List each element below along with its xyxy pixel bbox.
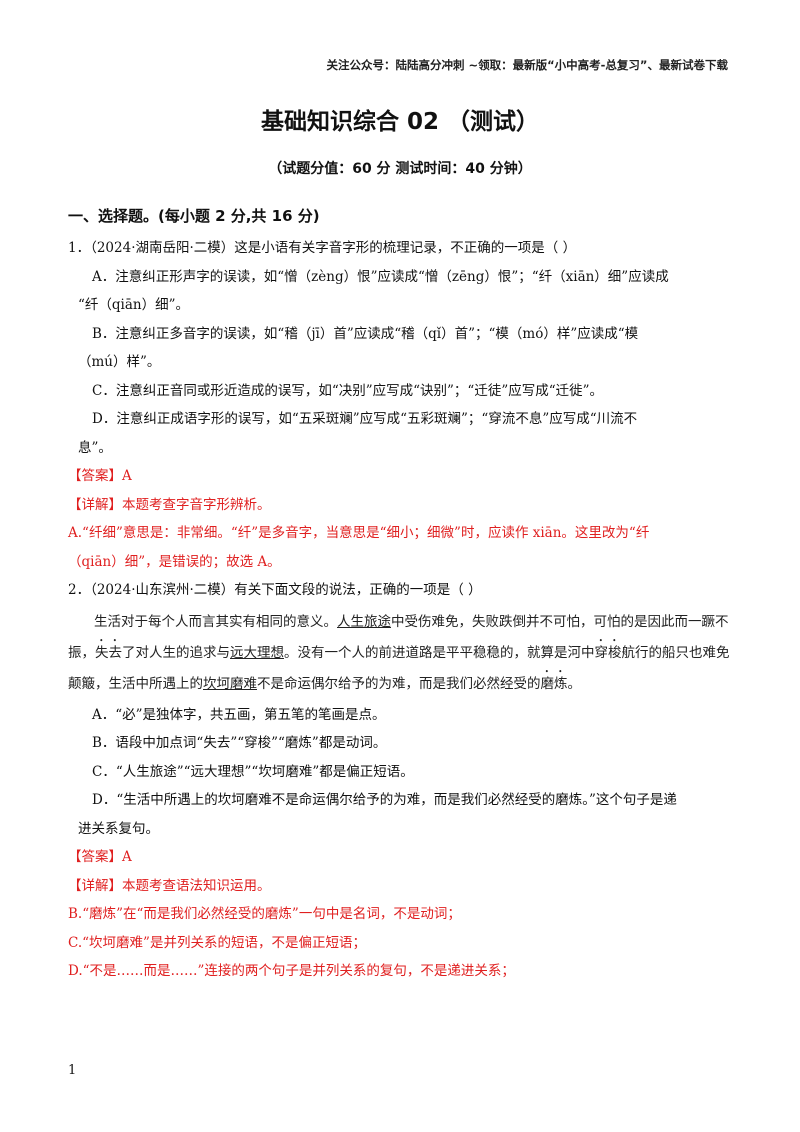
question-2-passage: 生活对于每个人而言其实有相同的意义。人生旅途中受伤难免，失败跌倒并不可怕，可怕的… [68, 607, 732, 699]
passage-underlined: 远大理想 [230, 644, 284, 661]
question-2-answer: 【答案】A [68, 849, 132, 865]
passage-text: 生活对于每个人而言其实有相同的意义。 [94, 613, 337, 630]
document-body: 一、选择题。(每小题 2 分,共 16 分) 1．（2024·湖南岳阳·二模）这… [68, 205, 732, 986]
question-1-answer: 【答案】A [68, 468, 132, 484]
question-1-stem: 1．（2024·湖南岳阳·二模）这是小语有关字音字形的梳理记录，不正确的一项是（… [68, 240, 577, 256]
question-1-explanation: A.“纤细”意思是：非常细。“纤”是多音字，当意思是“细小；细微”时，应读作 x… [68, 525, 650, 541]
question-2-option-d: D．“生活中所遇上的坎坷磨难不是命运偶尔给予的为难，而是我们必然经受的磨炼。”这… [92, 792, 677, 808]
question-1-option-b: B．注意纠正多音字的误读，如“稽（jī）首”应读成“稽（qǐ）首”；“模（mó）… [92, 325, 639, 342]
question-1-detail: 【详解】本题考查字音字形辨析。 [68, 496, 271, 513]
question-1-explanation-cont: （qiān）细”，是错误的；故选 A。 [68, 553, 281, 570]
question-2-option-b: B．语段中加点词“失去”“穿梭”“磨炼”都是动词。 [92, 735, 387, 751]
passage-underlined: 坎坷磨难 [203, 675, 257, 692]
page-number: 1 [68, 1063, 77, 1078]
passage-dotted: 穿梭 [594, 644, 622, 661]
question-2-explanation-d: D.“不是……而是……”连接的两个句子是并列关系的复句，不是递进关系； [68, 963, 515, 979]
passage-text: 。没有一个人的前进道路是平平稳稳的，就算是河中 [284, 644, 595, 661]
question-1-option-d: D．注意纠正成语字形的误写，如“五采斑斓”应写成“五彩斑斓”；“穿流不息”应写成… [92, 411, 638, 427]
header-note: 关注公众号：陆陆高分冲刺 ~领取：最新版“小中高考-总复习”、最新试卷下载 [326, 58, 728, 72]
question-2-explanation-c: C.“坎坷磨难”是并列关系的短语，不是偏正短语； [68, 934, 366, 951]
passage-text: 不是命运偶尔给予的为难，而是我们必然经受的 [257, 675, 541, 692]
question-2-option-a: A．“必”是独体字，共五画，第五笔的笔画是点。 [92, 706, 386, 723]
question-1-option-c: C．注意纠正音同或形近造成的误写，如“决别”应写成“诀别”；“迁徒”应写成“迁徙… [92, 382, 604, 399]
question-1-option-d-cont: 息”。 [78, 439, 112, 456]
passage-text: 中受伤难免，失败跌倒并不可怕，可怕的是因此 [391, 613, 675, 630]
question-1-option-a: A．注意纠正形声字的误读，如“憎（zèng）恨”应读成“憎（zēng）恨”；“纤… [92, 268, 669, 285]
passage-text: 而一蹶不振， [68, 613, 729, 661]
question-1-option-a-cont: “纤（qiān）细”。 [78, 297, 190, 313]
page-subtitle: （试题分值：60 分 测试时间：40 分钟） [268, 161, 532, 177]
passage-text: 。 [567, 675, 582, 692]
question-2-option-c: C．“人生旅途”“远大理想”“坎坷磨难”都是偏正短语。 [92, 763, 414, 780]
page-title: 基础知识综合 02 （测试） [260, 109, 540, 135]
passage-text: 了对人生的追求与 [122, 644, 230, 661]
passage-dotted: 磨炼 [540, 675, 568, 692]
question-2-detail: 【详解】本题考查语法知识运用。 [68, 877, 271, 894]
passage-underlined: 人生旅途 [337, 613, 391, 630]
passage-dotted: 失去 [95, 644, 122, 661]
passage-text: 行的船只也难免颠簸，生活中所遇上的 [68, 644, 730, 692]
question-1-option-b-cont: （mú）样”。 [78, 354, 161, 370]
question-2-explanation-b: B.“磨炼”在“而是我们必然经受的磨炼”一句中是名词，不是动词； [68, 906, 461, 922]
passage-text: 航 [621, 644, 636, 661]
section-heading: 一、选择题。(每小题 2 分,共 16 分) [68, 207, 320, 225]
question-2-option-d-cont: 进关系复句。 [78, 820, 159, 837]
question-2-stem: 2．（2024·山东滨州·二模）有关下面文段的说法，正确的一项是（ ） [68, 582, 482, 598]
